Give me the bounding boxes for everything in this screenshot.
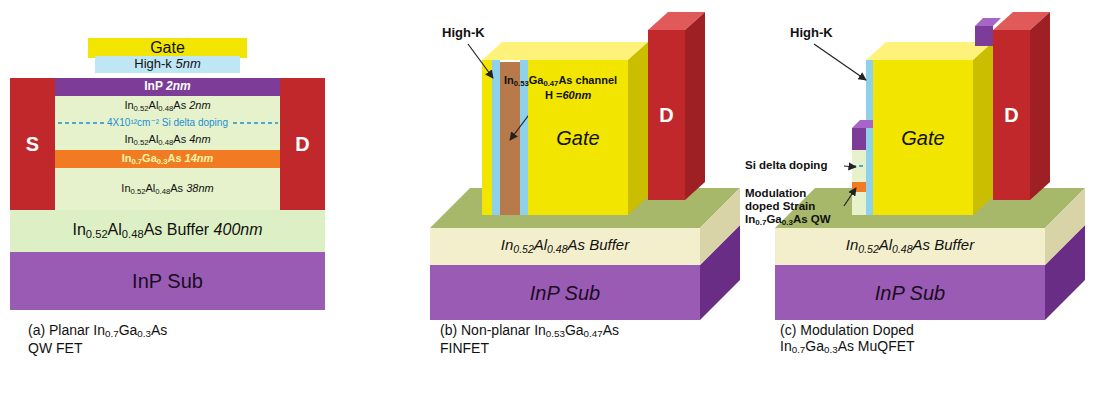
callout-label: H =60nm bbox=[545, 89, 605, 102]
gate-side bbox=[973, 42, 993, 215]
substrate: InP Sub bbox=[10, 252, 325, 310]
drain-side bbox=[1030, 12, 1050, 200]
callout-label: Si delta doping bbox=[745, 159, 842, 172]
leader-arrow bbox=[844, 188, 856, 206]
leader-arrow bbox=[468, 44, 493, 78]
cap-top bbox=[975, 18, 1001, 26]
figure-caption: (c) Modulation Doped In0.7Ga0.3As MuQFET bbox=[780, 322, 955, 356]
leader-arrow bbox=[814, 44, 866, 80]
barrier-layer bbox=[852, 150, 866, 182]
substrate-block: InP Sub bbox=[430, 265, 700, 320]
inp-cap bbox=[975, 26, 993, 46]
gate-top bbox=[482, 42, 648, 60]
node-text: S bbox=[26, 133, 39, 155]
node-text: InP 2nm bbox=[144, 80, 190, 93]
gate-wrap bbox=[482, 60, 492, 215]
high-k-layer bbox=[866, 60, 873, 215]
node-text: In0.52Al0.48As Buffer bbox=[501, 237, 629, 255]
drain-side bbox=[685, 12, 705, 200]
source-contact: S bbox=[10, 78, 55, 210]
node-text: Gate bbox=[556, 127, 599, 149]
barrier-layer bbox=[852, 192, 866, 215]
substrate-block: InP Sub bbox=[775, 265, 1045, 320]
node-text: In0.52Al0.48As 38nm bbox=[121, 182, 213, 196]
drain-block: D bbox=[993, 30, 1030, 200]
node-text: InP Sub bbox=[132, 270, 203, 292]
node-text: D bbox=[659, 104, 673, 126]
barrier-layer: In0.52Al0.48As 2nm bbox=[55, 96, 280, 116]
node-text: InP Sub bbox=[875, 282, 945, 304]
buffer-side bbox=[700, 188, 740, 265]
node-text: In0.52Al0.48As Buffer 400nm bbox=[72, 221, 262, 240]
node-text: In0.52Al0.48As 2nm bbox=[124, 99, 210, 113]
figure-caption: (b) Non-planar In0.53Ga0.47As FINFET bbox=[440, 322, 655, 356]
leader-arrow bbox=[844, 166, 856, 167]
drain-block: D bbox=[648, 30, 685, 200]
figure-caption: (a) Planar In0.7Ga0.3As QW FET bbox=[28, 322, 188, 356]
high-k-layer: High-k 5nm bbox=[95, 56, 240, 73]
high-k-layer bbox=[492, 60, 500, 215]
buffer-block: In0.52Al0.48As Buffer bbox=[430, 228, 700, 265]
node-text: Gate bbox=[901, 127, 944, 149]
node-text: Gate bbox=[150, 39, 185, 57]
inp-cap-layer: InP 2nm bbox=[55, 78, 280, 96]
node-text: In0.52Al0.48As Buffer bbox=[846, 237, 974, 255]
node-text: D bbox=[1004, 104, 1018, 126]
callout-label: Modulation doped Strain In0.7Ga0.3As QW bbox=[745, 187, 842, 228]
inp-cap bbox=[852, 128, 866, 150]
drain-contact: D bbox=[280, 78, 325, 210]
callout-label: High-K bbox=[790, 26, 850, 41]
bottom-barrier-layer: In0.52Al0.48As 38nm bbox=[55, 168, 280, 210]
doping-label: 4X10¹²cm⁻² Si delta doping bbox=[55, 117, 280, 129]
buffer-block: In0.52Al0.48As Buffer bbox=[775, 228, 1045, 265]
callout-label: In0.53Ga0.47As channel bbox=[504, 74, 634, 89]
buffer-layer: In0.52Al0.48As Buffer 400nm bbox=[10, 210, 325, 252]
gate-top bbox=[866, 42, 993, 60]
spacer-layer: In0.52Al0.48As 4nm bbox=[55, 130, 280, 150]
node-text: High-k 5nm bbox=[134, 57, 200, 71]
node-text: InP Sub bbox=[530, 282, 600, 304]
node-text: In0.7Ga0.3As 14nm bbox=[122, 152, 214, 166]
node-text: In0.52Al0.48As 4nm bbox=[124, 133, 210, 147]
gate-side bbox=[628, 42, 648, 215]
doping-band bbox=[55, 116, 280, 130]
callout-label: High-K bbox=[442, 26, 502, 41]
quantum-well-layer: In0.7Ga0.3As 14nm bbox=[55, 150, 280, 168]
node-text: D bbox=[295, 133, 309, 155]
buffer-side bbox=[1045, 188, 1085, 265]
gate-block: Gate bbox=[873, 60, 973, 215]
